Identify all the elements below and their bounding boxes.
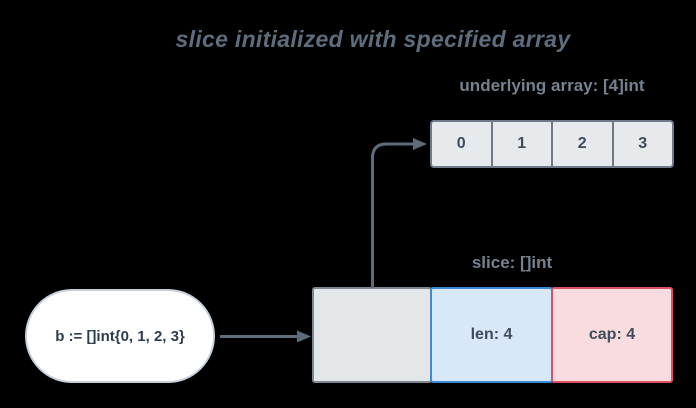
slice-pointer-box bbox=[312, 287, 432, 383]
array-cell: 3 bbox=[611, 122, 673, 166]
code-node-label: b := []int{0, 1, 2, 3} bbox=[55, 327, 185, 345]
array-cell: 2 bbox=[551, 122, 612, 166]
slice-len-box: len: 4 bbox=[430, 287, 553, 383]
array-cell: 0 bbox=[456, 135, 466, 152]
assign-arrow-icon bbox=[220, 330, 311, 343]
slice-cap-box: cap: 4 bbox=[551, 287, 673, 383]
code-node: b := []int{0, 1, 2, 3} bbox=[25, 289, 215, 383]
diagram-title: slice initialized with specified array bbox=[175, 26, 571, 52]
underlying-array-box: 0 1 2 3 bbox=[430, 120, 674, 168]
slice-label: slice: []int bbox=[471, 253, 553, 272]
underlying-array-label: underlying array: [4]int bbox=[459, 76, 645, 95]
array-cell: 1 bbox=[490, 122, 552, 166]
